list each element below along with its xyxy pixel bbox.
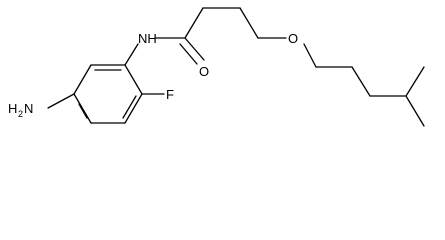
bond-ether-5 bbox=[405, 66, 425, 97]
amine-subscript-label: 2 bbox=[18, 109, 23, 119]
benzene-ring bbox=[73, 64, 143, 124]
bond-chain-1 bbox=[184, 7, 204, 39]
ring-double-bond-2 bbox=[122, 95, 137, 119]
bond-ether-3 bbox=[351, 66, 371, 97]
carbonyl-oxygen-label: O bbox=[199, 64, 209, 79]
bond-ring-to-nh bbox=[124, 43, 139, 66]
amine-n-label: N bbox=[24, 101, 33, 116]
bond-ring-to-amine bbox=[47, 93, 75, 109]
ring-bond-2 bbox=[124, 64, 143, 95]
bond-chain-3 bbox=[239, 7, 259, 39]
bond-carbonyl-to-oxygen bbox=[184, 37, 205, 61]
ring-bond-6 bbox=[73, 64, 92, 95]
molecule-structure: NH O O F H 2 N bbox=[8, 7, 425, 127]
amine-h-label: H bbox=[8, 101, 17, 116]
bond-carbonyl-double bbox=[179, 43, 198, 65]
ring-double-bond-3 bbox=[78, 103, 88, 119]
nh-label: NH bbox=[138, 31, 157, 46]
ring-bond-3 bbox=[124, 93, 143, 124]
bond-ether-1 bbox=[303, 43, 317, 68]
fluorine-label: F bbox=[166, 87, 174, 102]
ring-bond-5 bbox=[73, 93, 92, 124]
bond-ether-6 bbox=[405, 95, 425, 127]
ether-oxygen-label: O bbox=[288, 31, 298, 46]
